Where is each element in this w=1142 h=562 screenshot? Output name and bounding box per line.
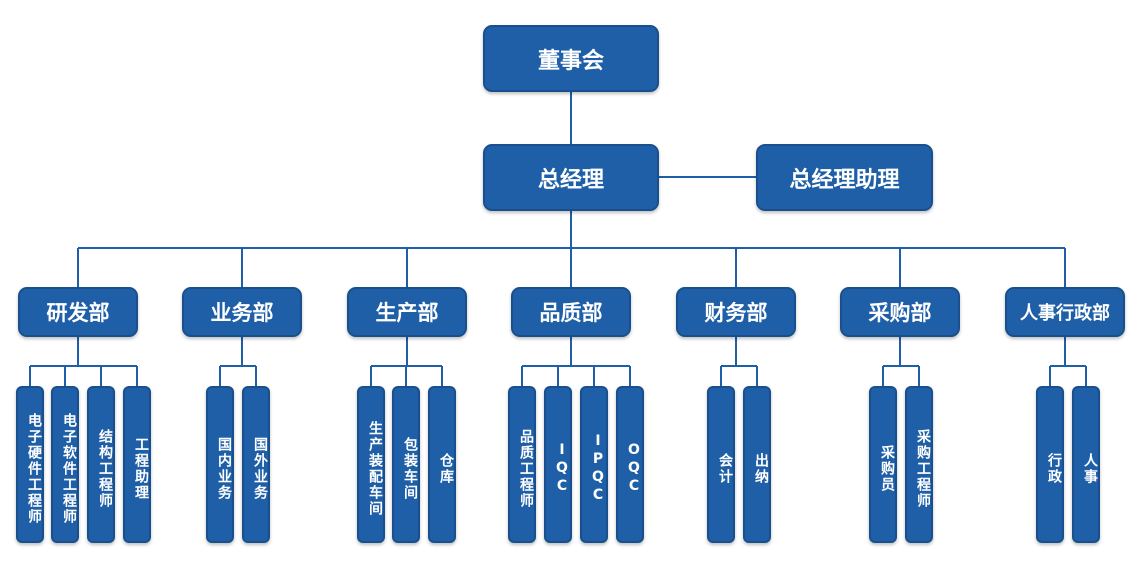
sub-unit-box: IPQC bbox=[580, 386, 608, 543]
sub-unit-box: 品质工程师 bbox=[508, 386, 536, 543]
gm-box: 总经理 bbox=[483, 144, 659, 211]
department-box: 生产部 bbox=[347, 287, 467, 337]
sub-unit-box: 工程助理 bbox=[123, 386, 151, 543]
sub-unit-box: 国外业务 bbox=[242, 386, 270, 543]
department-box: 研发部 bbox=[18, 287, 138, 337]
sub-unit-box: 结构工程师 bbox=[87, 386, 115, 543]
sub-unit-box: 采购工程师 bbox=[905, 386, 933, 543]
department-box: 业务部 bbox=[182, 287, 302, 337]
sub-unit-box: 出纳 bbox=[743, 386, 771, 543]
sub-unit-box: 行政 bbox=[1036, 386, 1064, 543]
sub-unit-box: 国内业务 bbox=[206, 386, 234, 543]
department-box: 品质部 bbox=[511, 287, 631, 337]
department-box: 人事行政部 bbox=[1005, 287, 1125, 337]
sub-unit-box: 会计 bbox=[707, 386, 735, 543]
sub-unit-box: 生产装配车间 bbox=[357, 386, 385, 543]
department-box: 财务部 bbox=[676, 287, 796, 337]
sub-unit-box: IQC bbox=[544, 386, 572, 543]
department-box: 采购部 bbox=[840, 287, 960, 337]
sub-unit-box: 电子软件工程师 bbox=[51, 386, 79, 543]
gm-assistant-box: 总经理助理 bbox=[756, 144, 933, 211]
sub-unit-box: 人事 bbox=[1072, 386, 1100, 543]
sub-unit-box: 电子硬件工程师 bbox=[16, 386, 44, 543]
sub-unit-box: 仓库 bbox=[428, 386, 456, 543]
sub-unit-box: 采购员 bbox=[869, 386, 897, 543]
board-box: 董事会 bbox=[483, 25, 659, 92]
sub-unit-box: 包装车间 bbox=[392, 386, 420, 543]
sub-unit-box: OQC bbox=[616, 386, 644, 543]
